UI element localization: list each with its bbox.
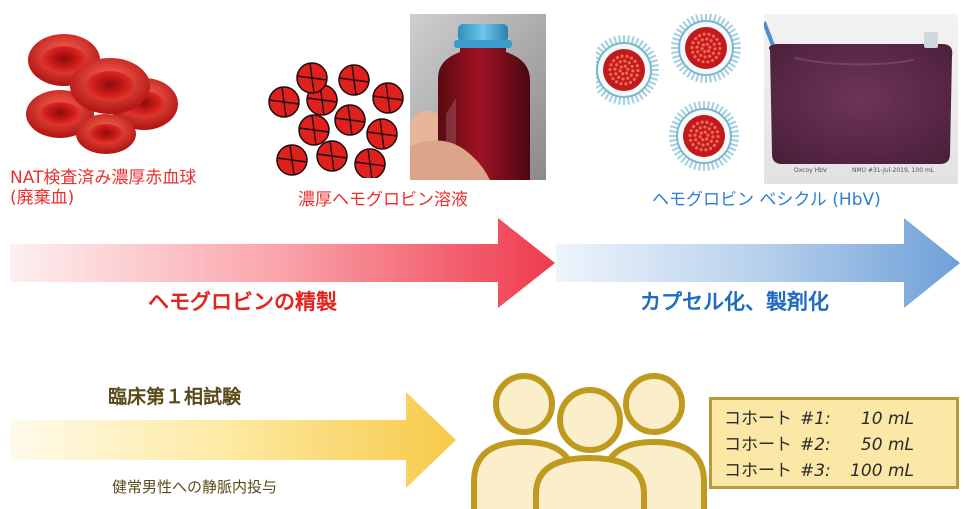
rbc-label-line1: NAT検査済み濃厚赤血球 (10, 168, 197, 188)
purification-caption: ヘモグロビンの精製 (148, 290, 337, 314)
bag-label-right: NMU #31-Jul-2019, 100 mL (852, 167, 935, 174)
rbc-label: NAT検査済み濃厚赤血球 (廃棄血) (10, 168, 196, 209)
bag-tube-icon (764, 21, 776, 49)
vesicle-group (596, 14, 741, 171)
clinical-trial-arrow (10, 392, 456, 488)
hbv-bag-photo: Oxcoy HbV NMU #31-Jul-2019, 100 mL (764, 14, 958, 184)
cohort-name: コホート (724, 435, 792, 455)
cohort-box: コホート #1: 10 mL コホート #2: 50 mL コホート #3: 1… (709, 397, 959, 489)
hbv-label: ヘモグロビン ベシクル (HbV) (652, 190, 881, 210)
hemoglobin-molecule (372, 82, 404, 114)
hemoglobin-molecule (354, 148, 386, 178)
bottle-cap (458, 24, 508, 42)
hemoglobin-molecule (268, 86, 300, 118)
hbv-vesicle (669, 101, 739, 171)
encapsulation-arrow (556, 218, 960, 308)
cohort-number: #1: (800, 409, 831, 429)
cohort-row: コホート #2: 50 mL (724, 432, 956, 458)
hemoglobin-molecules-illustration (268, 62, 404, 178)
cohort-dose: 10 mL (860, 409, 914, 429)
purification-arrow (10, 218, 555, 308)
cohort-number: #2: (800, 435, 831, 455)
hemoglobin-solution-label: 濃厚ヘモグロビン溶液 (298, 190, 468, 210)
cohort-row: コホート #1: 10 mL (724, 406, 956, 432)
cohort-row: コホート #3: 100 mL (724, 458, 956, 484)
hemoglobin-molecule (276, 144, 308, 176)
cohort-dose: 100 mL (850, 461, 914, 481)
hbv-vesicle (671, 14, 741, 83)
hemoglobin-molecule (316, 140, 348, 172)
hemoglobin-bottle-photo (410, 14, 546, 180)
hemoglobin-molecule (298, 114, 330, 146)
bag-label-left: Oxcoy HbV (794, 167, 828, 174)
cohort-name: コホート (724, 409, 792, 429)
hbv-bag (768, 44, 953, 164)
hemoglobin-molecule (366, 118, 398, 150)
hemoglobin-molecule-group (268, 62, 404, 178)
subjects-people-icon (471, 373, 707, 509)
hbv-vesicle (596, 35, 659, 105)
rbc-label-line2: (廃棄血) (10, 188, 75, 209)
red-blood-cell-left (26, 90, 94, 138)
bottle-body (438, 36, 530, 180)
cohort-dose: 50 mL (860, 435, 914, 455)
clinical-trial-title: 臨床第１相試験 (108, 386, 242, 408)
hemoglobin-molecule (334, 104, 366, 136)
cohort-name: コホート (724, 461, 792, 481)
red-blood-cell-bottom (76, 114, 136, 154)
hbv-vesicles-illustration (596, 14, 741, 171)
encapsulation-caption: カプセル化、製剤化 (640, 290, 829, 314)
cohort-number: #3: (800, 461, 831, 481)
clinical-trial-subtitle: 健常男性への静脈内投与 (112, 478, 278, 496)
hemoglobin-molecule (338, 64, 370, 96)
red-blood-cells-illustration (26, 34, 178, 154)
person-center-icon (533, 387, 647, 509)
hemoglobin-molecule (296, 62, 328, 94)
red-blood-cell-front (70, 58, 150, 114)
